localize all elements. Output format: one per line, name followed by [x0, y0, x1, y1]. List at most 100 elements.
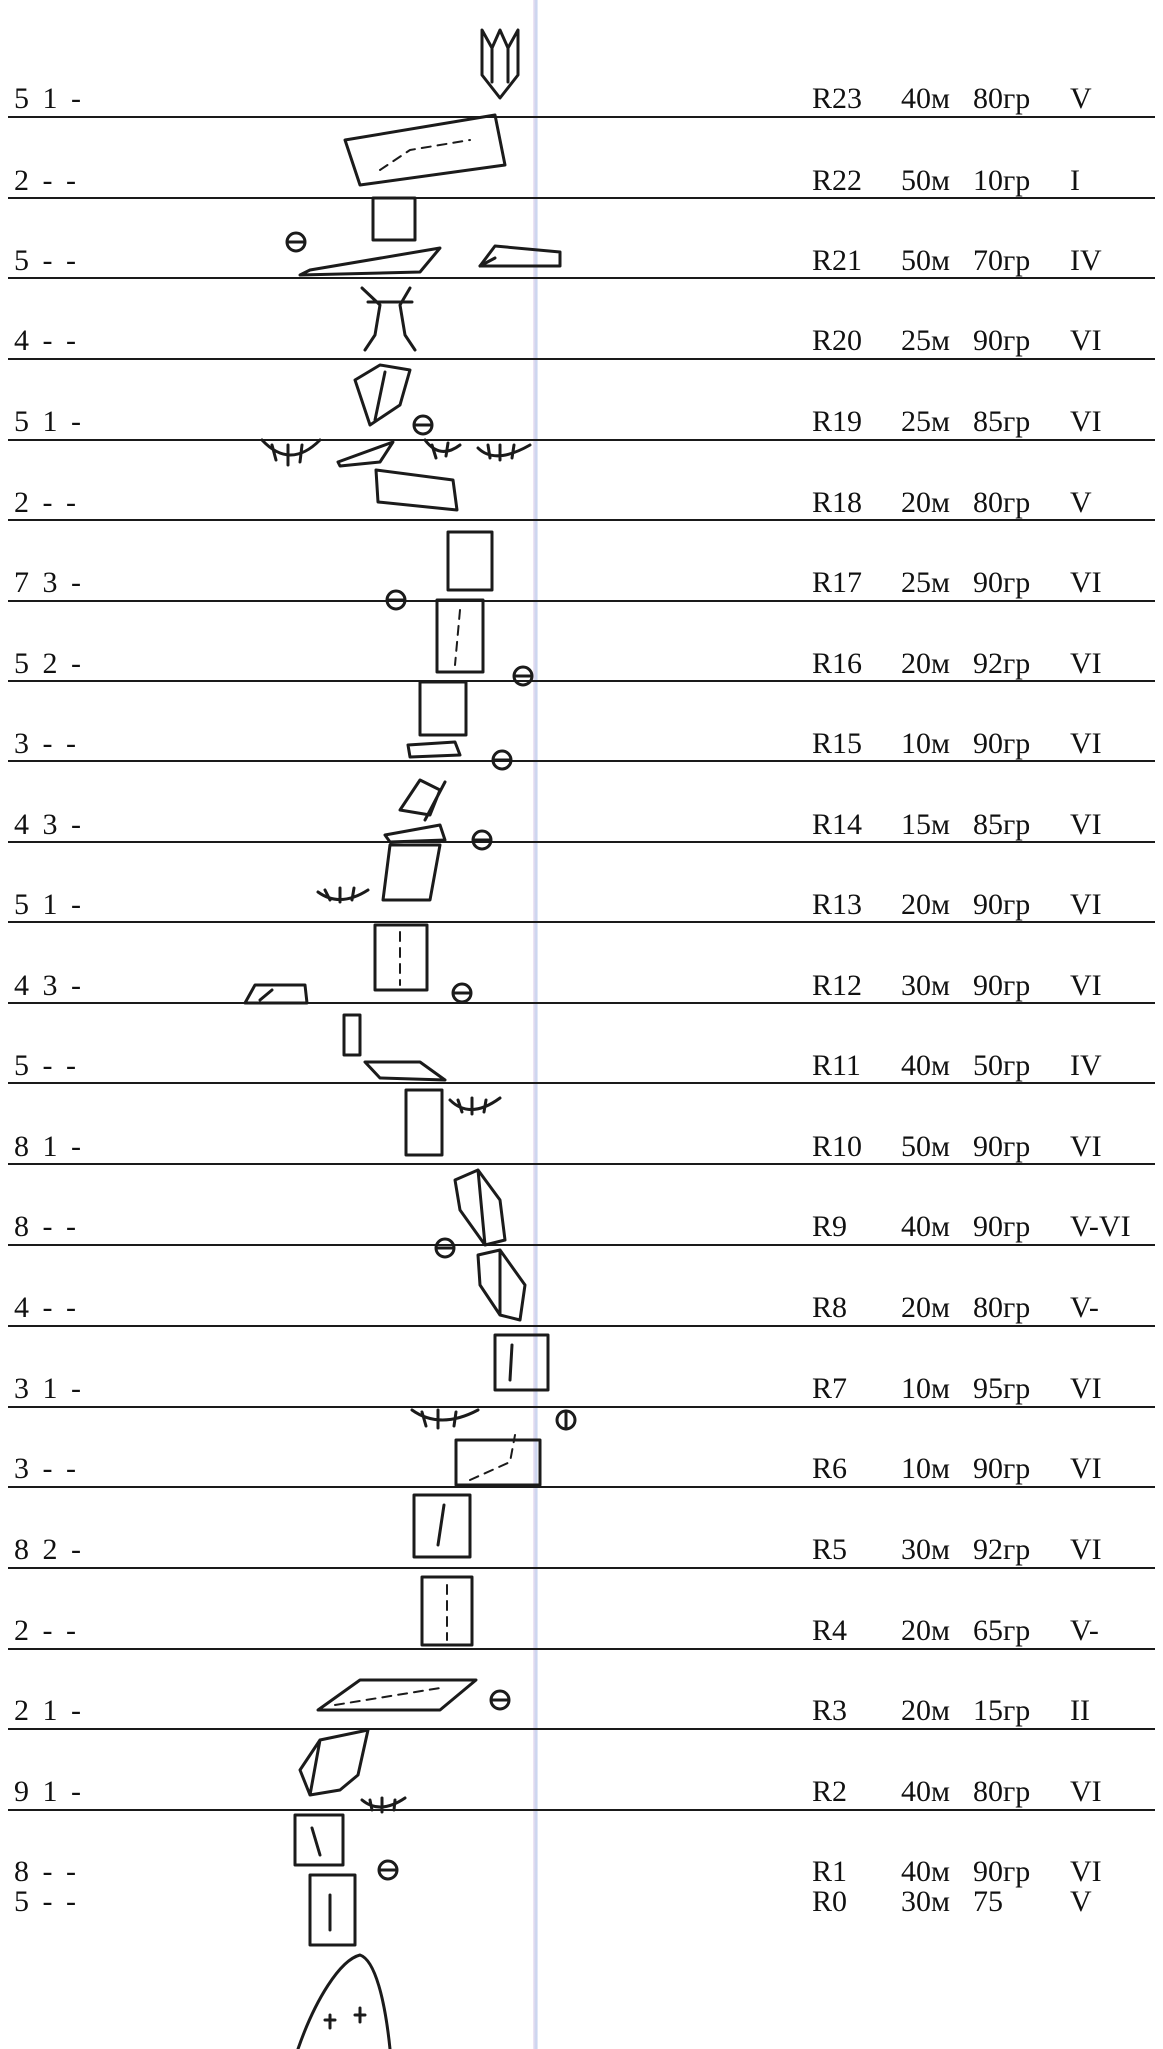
route-angle: 90гр: [973, 1210, 1031, 1243]
row-separator: [8, 1325, 1155, 1327]
row-separator: [8, 1648, 1155, 1650]
row-left-count: 7 3 -: [14, 566, 84, 599]
route-grade: VI: [1070, 1372, 1102, 1405]
row-left-count: 5 - -: [14, 1885, 79, 1918]
route-angle: 90гр: [973, 1452, 1031, 1485]
route-id: R3: [812, 1694, 848, 1727]
row-left-count: 8 1 -: [14, 1130, 84, 1163]
route-angle: 92гр: [973, 1533, 1031, 1566]
route-length: 30м: [901, 969, 950, 1002]
route-id: R6: [812, 1452, 848, 1485]
row-separator: [8, 1406, 1155, 1408]
row-separator: [8, 519, 1155, 521]
route-length: 40м: [901, 1049, 950, 1082]
route-length: 25м: [901, 405, 950, 438]
route-length: 30м: [901, 1533, 950, 1566]
row-separator: [8, 841, 1155, 843]
row-separator: [8, 1567, 1155, 1569]
route-length: 10м: [901, 1452, 950, 1485]
row-left-count: 4 3 -: [14, 969, 84, 1002]
route-id: R2: [812, 1775, 848, 1808]
route-grade: VI: [1070, 888, 1102, 921]
route-grade: VI: [1070, 1775, 1102, 1808]
route-grade: VI: [1070, 1452, 1102, 1485]
route-length: 20м: [901, 647, 950, 680]
route-angle: 15гр: [973, 1694, 1031, 1727]
route-id: R20: [812, 324, 863, 357]
route-grade: VI: [1070, 566, 1102, 599]
route-length: 40м: [901, 82, 950, 115]
route-id: R8: [812, 1291, 848, 1324]
route-angle: 80гр: [973, 486, 1031, 519]
row-separator: [8, 277, 1155, 279]
route-angle: 92гр: [973, 647, 1031, 680]
route-grade: VI: [1070, 324, 1102, 357]
route-id: R0: [812, 1885, 848, 1918]
route-length: 50м: [901, 164, 950, 197]
route-angle: 90гр: [973, 1855, 1031, 1888]
route-id: R18: [812, 486, 863, 519]
route-length: 20м: [901, 1694, 950, 1727]
row-separator: [8, 760, 1155, 762]
route-grade: V-: [1070, 1291, 1099, 1324]
route-id: R13: [812, 888, 863, 921]
route-length: 25м: [901, 324, 950, 357]
route-grade: IV: [1070, 244, 1102, 277]
row-separator: [8, 358, 1155, 360]
route-id: R19: [812, 405, 863, 438]
row-separator: [8, 116, 1155, 118]
row-separator: [8, 197, 1155, 199]
row-left-count: 4 - -: [14, 324, 79, 357]
route-id: R23: [812, 82, 863, 115]
route-length: 50м: [901, 244, 950, 277]
route-grade: V-VI: [1070, 1210, 1131, 1243]
route-length: 20м: [901, 486, 950, 519]
route-angle: 90гр: [973, 1130, 1031, 1163]
route-id: R1: [812, 1855, 848, 1888]
row-separator: [8, 1163, 1155, 1165]
route-grade: VI: [1070, 969, 1102, 1002]
row-left-count: 8 - -: [14, 1855, 79, 1888]
row-separator: [8, 1728, 1155, 1730]
route-grade: VI: [1070, 1855, 1102, 1888]
route-grade: V: [1070, 82, 1092, 115]
route-id: R12: [812, 969, 863, 1002]
route-length: 25м: [901, 566, 950, 599]
route-angle: 50гр: [973, 1049, 1031, 1082]
route-angle: 80гр: [973, 82, 1031, 115]
route-angle: 85гр: [973, 808, 1031, 841]
row-left-count: 8 - -: [14, 1210, 79, 1243]
route-angle: 65гр: [973, 1614, 1031, 1647]
route-length: 20м: [901, 888, 950, 921]
route-angle: 90гр: [973, 969, 1031, 1002]
route-grade: VI: [1070, 1533, 1102, 1566]
row-left-count: 9 1 -: [14, 1775, 84, 1808]
route-id: R14: [812, 808, 863, 841]
route-grade: V-: [1070, 1614, 1099, 1647]
route-angle: 90гр: [973, 324, 1031, 357]
route-grade: VI: [1070, 405, 1102, 438]
row-left-count: 3 - -: [14, 1452, 79, 1485]
route-grade: VI: [1070, 808, 1102, 841]
route-angle: 95гр: [973, 1372, 1031, 1405]
row-left-count: 2 - -: [14, 1614, 79, 1647]
route-id: R9: [812, 1210, 848, 1243]
route-length: 40м: [901, 1210, 950, 1243]
route-angle: 80гр: [973, 1291, 1031, 1324]
route-angle: 70гр: [973, 244, 1031, 277]
route-id: R10: [812, 1130, 863, 1163]
route-id: R7: [812, 1372, 848, 1405]
row-left-count: 4 - -: [14, 1291, 79, 1324]
row-left-count: 8 2 -: [14, 1533, 84, 1566]
row-left-count: 2 - -: [14, 164, 79, 197]
row-left-count: 5 1 -: [14, 888, 84, 921]
row-left-count: 2 1 -: [14, 1694, 84, 1727]
row-left-count: 5 - -: [14, 244, 79, 277]
row-separator: [8, 1002, 1155, 1004]
row-separator: [8, 1809, 1155, 1811]
route-id: R15: [812, 727, 863, 760]
row-separator: [8, 1082, 1155, 1084]
route-length: 20м: [901, 1614, 950, 1647]
